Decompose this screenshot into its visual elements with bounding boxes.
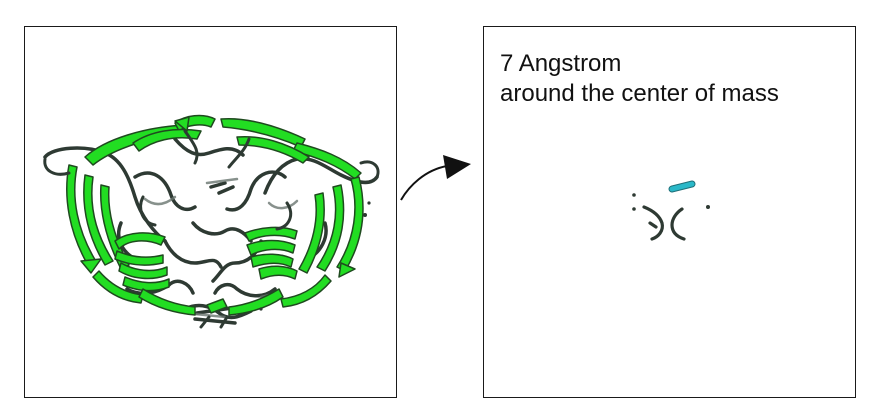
caption-line-2: around the center of mass bbox=[500, 80, 779, 107]
curved-arrow-icon bbox=[400, 155, 471, 201]
caption-line-1: 7 Angstrom bbox=[500, 50, 622, 77]
protein-structure-icon bbox=[43, 114, 380, 329]
selection-caption: 7 Angstrom around the center of mass bbox=[500, 49, 779, 109]
selection-panel: 7 Angstrom around the center of mass bbox=[483, 26, 856, 398]
full-protein-panel bbox=[24, 26, 397, 398]
selected-residues-icon bbox=[632, 180, 710, 241]
